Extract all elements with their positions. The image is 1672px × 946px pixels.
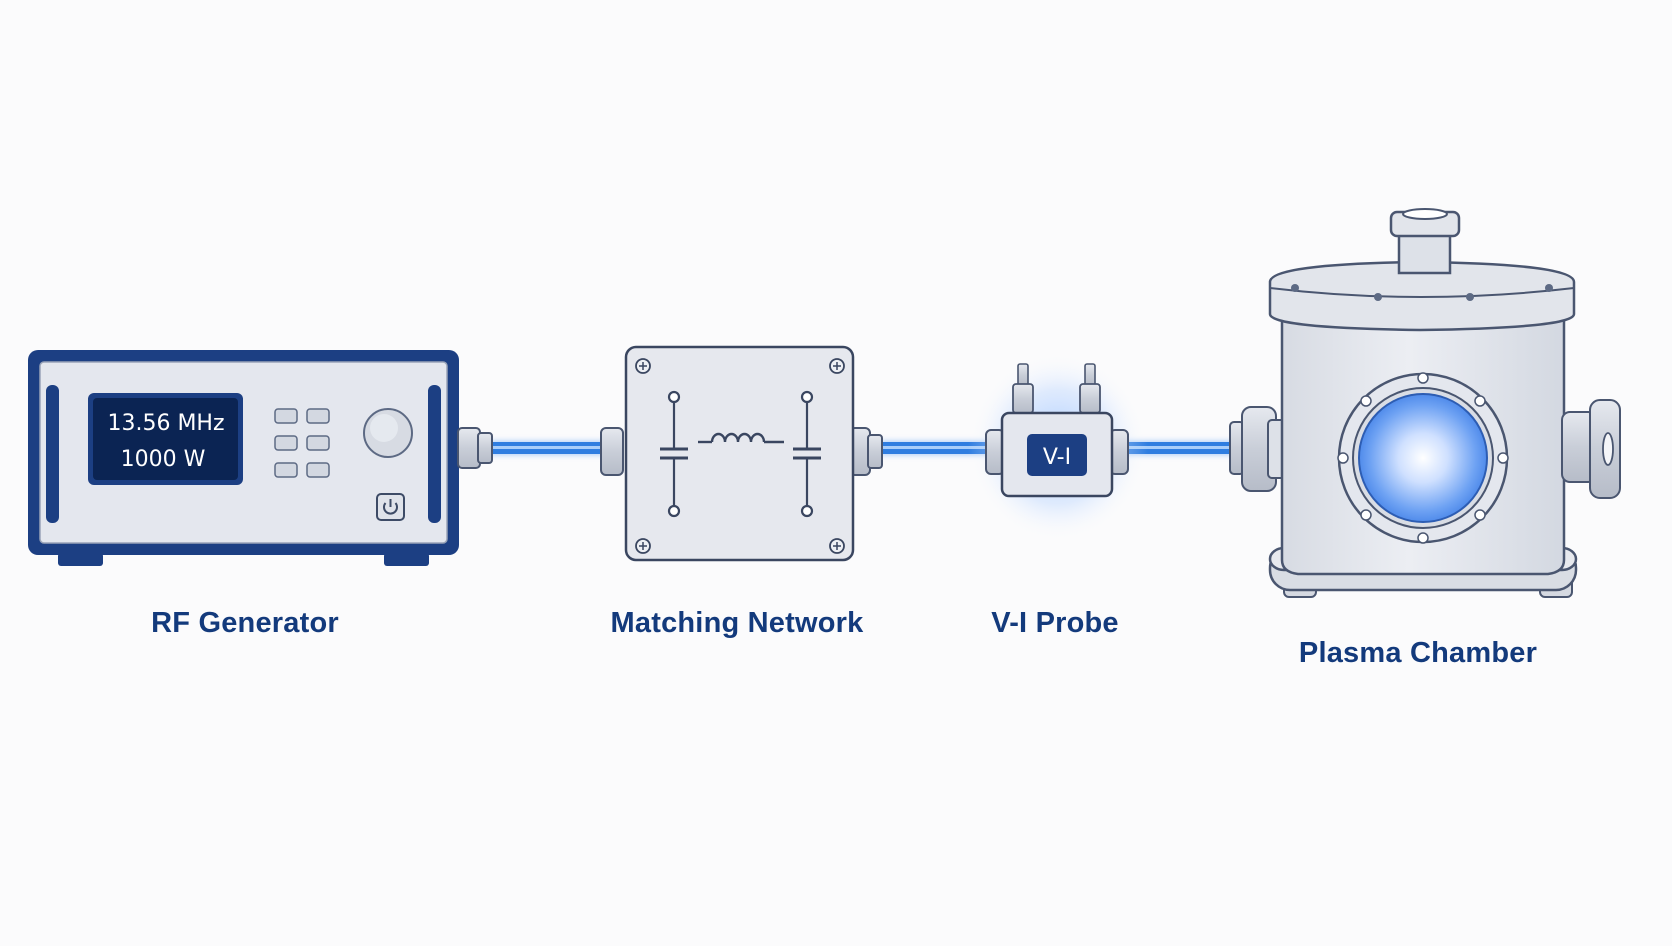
plasma-chamber-label: Plasma Chamber <box>1298 637 1538 669</box>
chamber-top-port <box>1389 208 1461 275</box>
chamber-left-port <box>1229 406 1287 492</box>
chamber-right-port <box>1561 399 1621 499</box>
generator-handle-left <box>46 385 59 523</box>
cable-generator-to-match <box>490 441 606 455</box>
plasma-chamber <box>1229 208 1621 598</box>
inductor-symbol <box>698 432 784 444</box>
screw-icon <box>635 538 651 554</box>
screw-icon <box>635 358 651 374</box>
generator-key[interactable] <box>274 435 298 451</box>
generator-display <box>93 398 238 480</box>
chamber-top-lid <box>1268 260 1576 332</box>
rf-generator-label: RF Generator <box>151 607 339 639</box>
generator-key[interactable] <box>274 408 298 424</box>
matching-network <box>600 345 883 562</box>
rf-generator: 13.56 MHz 1000 W <box>28 350 459 566</box>
cable-probe-to-chamber <box>1124 441 1238 455</box>
generator-foot-left <box>58 553 103 566</box>
vi-probe: V-I <box>968 352 1148 542</box>
generator-keypad <box>274 408 330 478</box>
screw-icon <box>829 358 845 374</box>
cable-match-to-probe <box>880 441 996 455</box>
probe-badge <box>1027 434 1087 476</box>
capacitor-symbol-left <box>660 390 688 518</box>
generator-key[interactable] <box>306 462 330 478</box>
generator-frequency-readout: 13.56 MHz <box>107 411 224 436</box>
match-output-connector <box>849 427 883 476</box>
plasma-glow <box>1358 393 1488 523</box>
generator-foot-right <box>384 553 429 566</box>
generator-output-connector <box>457 427 493 469</box>
match-input-connector <box>600 427 624 476</box>
match-enclosure <box>624 345 855 562</box>
probe-badge-text: V-I <box>1043 445 1071 470</box>
generator-handle-right <box>428 385 441 523</box>
capacitor-symbol-right <box>793 390 821 518</box>
probe-sense-connectors <box>1012 363 1101 414</box>
viewport-bolts <box>1337 372 1509 544</box>
matching-network-label: Matching Network <box>610 607 864 639</box>
generator-key[interactable] <box>306 408 330 424</box>
generator-key[interactable] <box>306 435 330 451</box>
chamber-viewport <box>1337 372 1509 544</box>
screw-icon <box>829 538 845 554</box>
power-icon[interactable] <box>376 493 405 521</box>
generator-power-readout: 1000 W <box>121 447 206 472</box>
vi-probe-label: V-I Probe <box>991 607 1119 639</box>
generator-key[interactable] <box>274 462 298 478</box>
coax-cables <box>490 441 1238 455</box>
